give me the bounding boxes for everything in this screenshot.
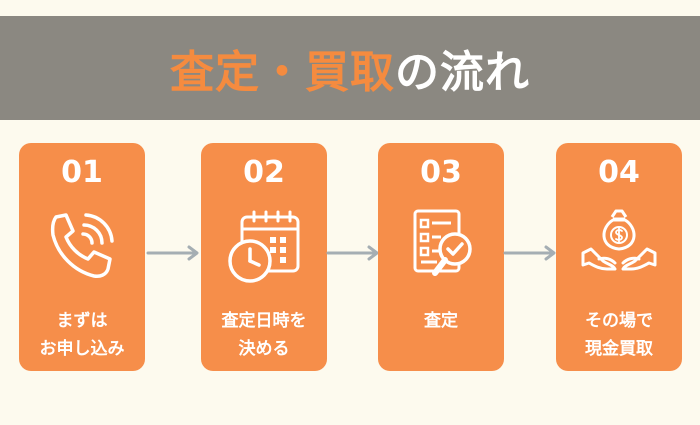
arrow-right-icon: [326, 245, 379, 261]
step-number: 01: [61, 155, 103, 190]
step-label: その場で 現金買取: [585, 311, 653, 359]
step-card-02: 02 査定日時を 決める: [201, 143, 327, 371]
checklist-magnifier-icon: [413, 209, 472, 276]
title-rest: の流れ: [395, 47, 530, 98]
step-number: 04: [598, 155, 640, 190]
page-title: 査定・買取の流れ: [170, 36, 530, 100]
step-number: 02: [243, 155, 285, 190]
title-banner: 査定・買取の流れ: [0, 16, 700, 120]
arrow-right-icon: [146, 245, 199, 261]
phone-icon: [50, 213, 114, 278]
step-label: 査定日時を 決める: [221, 311, 307, 359]
step-label: 査定: [424, 311, 458, 331]
calendar-clock-icon: [228, 210, 300, 283]
step-card-03: 03 査定: [378, 143, 504, 371]
title-highlight: 査定・買取: [170, 47, 395, 98]
step-card-01: 01 まずは お申し込み: [19, 143, 145, 371]
arrow-right-icon: [503, 245, 556, 261]
step-label: まずは お申し込み: [39, 311, 125, 359]
step-number: 03: [420, 155, 462, 190]
hands-money-bag-icon: [581, 209, 657, 271]
step-card-04: 04 その場で 現金買取: [556, 143, 682, 371]
